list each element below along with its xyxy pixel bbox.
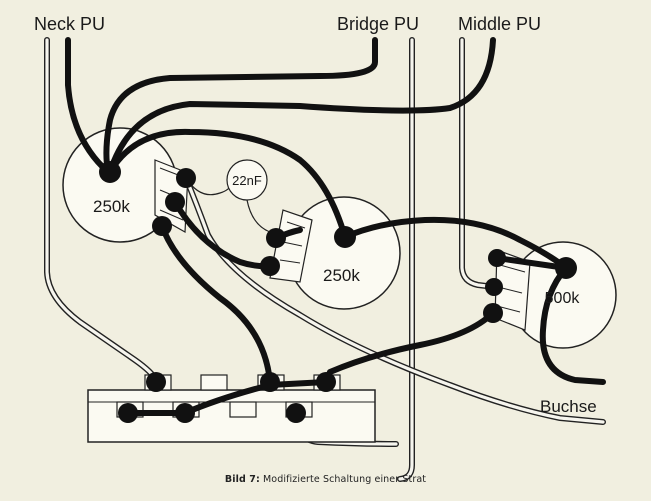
capacitor-label: 22nF <box>232 173 262 188</box>
pot-bridge-label: 250k <box>323 266 360 285</box>
caption-text: Modifizierte Schaltung einer Strat <box>263 474 427 485</box>
caption-prefix: Bild 7: <box>224 474 260 485</box>
bridge-pu-label: Bridge PU <box>337 14 419 34</box>
solder-joints <box>99 161 577 423</box>
pot-neck-label: 250k <box>93 197 130 216</box>
jack-label: Buchse <box>540 397 597 416</box>
pot-master <box>494 241 617 349</box>
neck-pu-label: Neck PU <box>34 14 105 34</box>
figure-caption: Bild 7: Modifizierte Schaltung einer Str… <box>0 474 651 485</box>
capacitor <box>185 159 277 239</box>
pot-master-label: 500k <box>545 290 581 307</box>
middle-pu-label: Middle PU <box>458 14 541 34</box>
